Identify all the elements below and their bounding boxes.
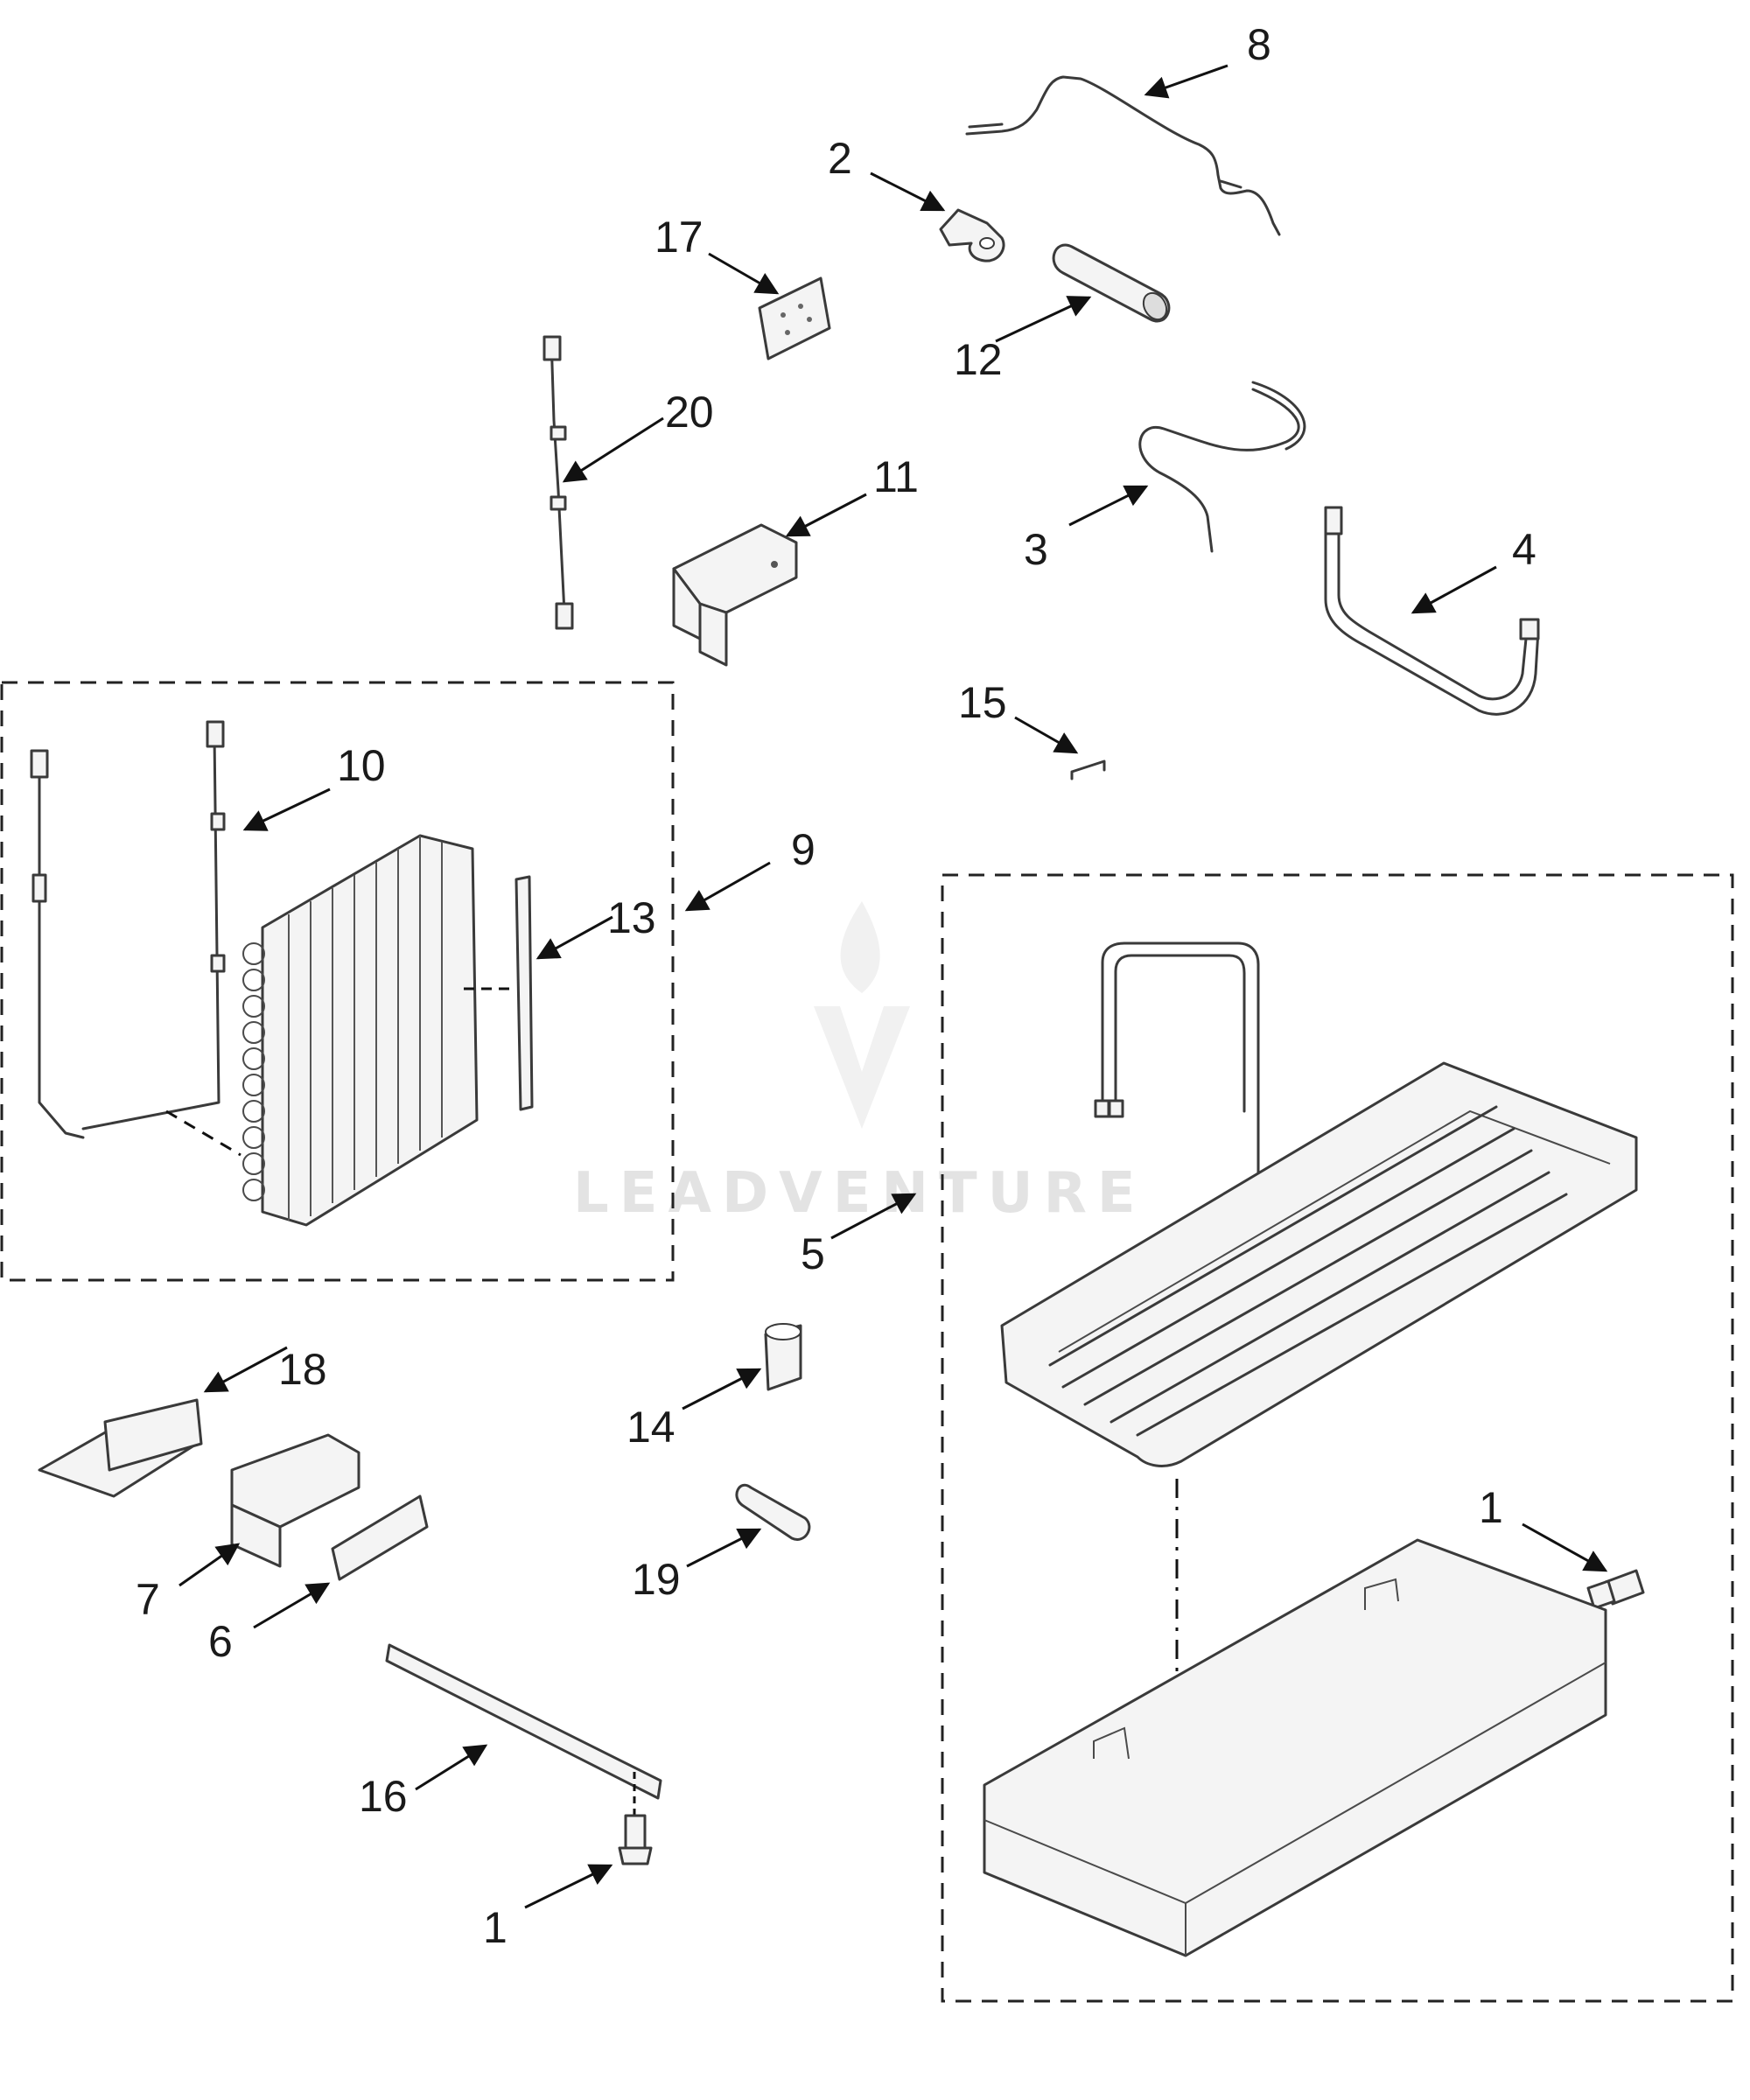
part-18-deflector: [38, 1398, 203, 1498]
callout-16: 16: [359, 1772, 408, 1821]
callout-15: 15: [958, 678, 1007, 727]
part-6-plate: [331, 1494, 429, 1581]
callout-6: 6: [208, 1617, 233, 1666]
part-8-tube: [965, 75, 1281, 236]
part-20-wire-harness: [542, 335, 574, 630]
callout-8: 8: [1247, 20, 1271, 69]
callout-11: 11: [873, 452, 919, 501]
callout-1-left: 1: [483, 1903, 508, 1952]
callout-18: 18: [278, 1345, 327, 1394]
part-13-strip: [514, 875, 534, 1111]
callout-2: 2: [828, 134, 852, 183]
callout-10: 10: [337, 741, 386, 790]
part-4-tube: [1337, 514, 1529, 701]
part-10-harness: [30, 720, 226, 1139]
callout-9: 9: [791, 825, 816, 874]
watermark-text: LEADVENTURE: [573, 1161, 1146, 1226]
part-16-rail: [385, 1643, 662, 1800]
part-17-plate: [758, 276, 831, 360]
part-12-cylinder: [1052, 243, 1171, 323]
part-7-bracket: [230, 1433, 360, 1568]
condenser-assembly-group-box: [0, 681, 675, 1282]
part-2-clamp: [939, 208, 1005, 262]
callout-3: 3: [1024, 525, 1048, 574]
part-15-clip: [1070, 760, 1106, 780]
part-11-bracket: [672, 523, 798, 667]
part-3-tube: [1138, 388, 1300, 553]
part-5-defrost-heater: [1094, 942, 1260, 1214]
callout-12: 12: [954, 335, 1003, 384]
part-1-screw-left: [618, 1772, 653, 1866]
callout-4: 4: [1512, 525, 1536, 574]
part-14-spacer: [764, 1323, 802, 1391]
watermark-logo: [814, 901, 910, 1129]
callout-19: 19: [632, 1555, 681, 1604]
callout-14: 14: [626, 1403, 676, 1452]
part-5-drain-tray: [1000, 1061, 1638, 1467]
callout-5: 5: [801, 1229, 825, 1278]
callout-17: 17: [654, 213, 704, 262]
drain-pan-assembly-group-box: [941, 873, 1734, 2003]
part-19-sleeve: [735, 1484, 811, 1541]
callout-7: 7: [136, 1575, 160, 1624]
leader-arrows: [178, 64, 1608, 1909]
part-1-screw-right: [1586, 1569, 1645, 1610]
callout-1-right: 1: [1479, 1483, 1503, 1532]
callout-20: 20: [665, 388, 714, 437]
part-5-drain-pan: [983, 1538, 1607, 1957]
part-9-condenser: [242, 834, 479, 1227]
callout-13: 13: [607, 893, 656, 942]
